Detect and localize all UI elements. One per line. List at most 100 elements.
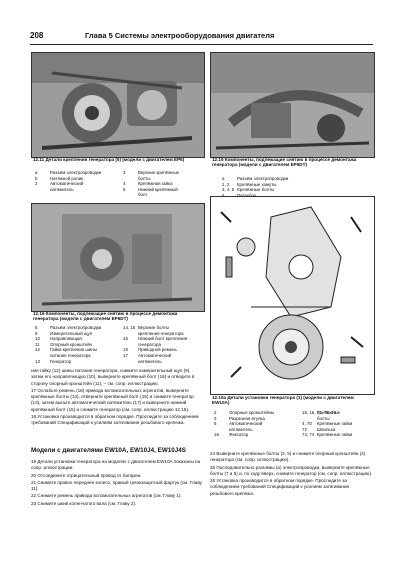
legend-label: Нижний крепёжный bbox=[138, 186, 178, 192]
legend-label: Генератор bbox=[50, 358, 72, 364]
legend-label: Автоматический bbox=[50, 181, 84, 187]
legend-key: 9 bbox=[35, 330, 38, 336]
legend-label: Шпилька bbox=[317, 426, 336, 432]
legend-row: 9 Измерительный щуп крепления генератора bbox=[35, 331, 203, 337]
legend-label: Крепёжные гайки bbox=[317, 432, 353, 438]
legend-label: Разъём электропроводки bbox=[237, 176, 289, 181]
legend-label: Автоматический bbox=[138, 352, 172, 358]
legend-key bbox=[123, 359, 135, 365]
legend-key: b bbox=[35, 175, 38, 181]
legend-label: крепления генератора bbox=[138, 330, 184, 336]
legend-label: генератора bbox=[138, 341, 161, 347]
legend-row: питания генератора 17 Автоматический bbox=[35, 353, 203, 359]
legend-label: Крепёжная гайка bbox=[138, 181, 173, 187]
chapter-title: Глава 5 Системы электрооборудования двиг… bbox=[85, 31, 275, 40]
legend-key: 6 bbox=[214, 421, 217, 427]
legend-key: 2 bbox=[214, 410, 217, 415]
legend-label: болт bbox=[138, 192, 148, 198]
legend-label: Разъём электропроводки bbox=[50, 170, 102, 175]
legend-key: 18 bbox=[123, 347, 128, 353]
legend-row: 11 Опорный кронштейн генератора bbox=[35, 342, 203, 348]
legend-label bbox=[50, 192, 120, 198]
legend-label: болты bbox=[138, 175, 151, 181]
legend-label: Разрезная втулка bbox=[229, 415, 265, 421]
legend-row: а Разъём электропроводки bbox=[222, 176, 372, 182]
legend-label: Крепёжные гайки bbox=[317, 421, 353, 427]
legend-key: 72 bbox=[302, 426, 307, 432]
drawing-fig-12-19a bbox=[210, 196, 375, 395]
left-body-text: ния гайку (12) шины питания генератора, … bbox=[31, 368, 203, 428]
legend-key: 4 bbox=[123, 181, 126, 187]
legend-key: 5 bbox=[35, 325, 38, 330]
legend-key: 13 bbox=[35, 358, 40, 364]
legend-key: 12 bbox=[35, 347, 40, 353]
caption-fig-12-19a: 12.19a Детали установки генератора (1) (… bbox=[212, 395, 354, 406]
legend-label: Направляющая bbox=[50, 336, 82, 342]
paragraph: 25 Последовательно разъёмы (а) электропр… bbox=[210, 464, 373, 476]
legend-key: 3, 4, 5 bbox=[222, 187, 235, 193]
legend-key: 16 bbox=[214, 432, 219, 438]
legend-label: Крепёжные bbox=[317, 410, 341, 415]
legend-row: b Натяжной ролик болты bbox=[35, 176, 203, 182]
legend-key: а bbox=[222, 176, 225, 181]
legend-row: болт bbox=[35, 192, 203, 198]
legend-label: Измерительный щуп bbox=[50, 330, 93, 336]
legend-key: а bbox=[35, 170, 38, 175]
legend-label: питания генератора bbox=[50, 352, 91, 358]
section-title: Модели с двигателями EW10A, EW10J4, EW10… bbox=[31, 447, 186, 454]
right-body-text: 24 Выверните крепёжные болты (2, 5) и сн… bbox=[210, 451, 373, 498]
photo-fig-12-15 bbox=[210, 52, 375, 158]
legend-label: Приводной ремень bbox=[138, 347, 177, 353]
caption-fig-12-16: 12.16 Компоненты, подлежащие снятию в пр… bbox=[33, 311, 178, 322]
legend-key: 15 bbox=[123, 336, 128, 342]
legend-key bbox=[123, 192, 135, 198]
paragraph: 23 Снимите шкив коленчатого вала (см. Гл… bbox=[31, 500, 137, 506]
legend-key: 17 bbox=[123, 352, 128, 358]
paragraph: 26 Установка производится в обратном пор… bbox=[210, 478, 350, 496]
left-body-text-2: 19 Детали установки генератора на моделя… bbox=[31, 459, 203, 508]
legend-label: Патрубок bbox=[237, 193, 256, 199]
paragraph: 17 Ослабьте ремень (18) привода вспомога… bbox=[31, 387, 194, 412]
legend-label: натяжитель bbox=[138, 358, 162, 364]
legend-key: 11 bbox=[35, 341, 40, 347]
caption-fig-12-15: 12.15 Компоненты, подлежащие снятию в пр… bbox=[212, 157, 357, 168]
legend-row: 6Патрубок bbox=[222, 193, 372, 199]
photo-fig-12-11 bbox=[31, 52, 205, 158]
legend-key bbox=[35, 192, 47, 198]
legend-label: Разъём электропроводки bbox=[50, 325, 102, 330]
paragraph: 18 Установка производится в обратном пор… bbox=[31, 414, 199, 426]
paragraph: 21 Снимите правое переднее колесо, правы… bbox=[31, 479, 202, 492]
legend-key: 10 bbox=[35, 336, 40, 342]
paragraph: 22 Снимите ремень привода вспомогательны… bbox=[31, 493, 182, 499]
legend-row: 13 Генератор натяжитель bbox=[35, 359, 203, 365]
legend-key: 2 bbox=[35, 181, 38, 187]
legend-label: Крепёжные хомуты bbox=[237, 181, 277, 187]
legend-key: 4, 70 bbox=[302, 421, 312, 427]
legend-label: Фиксатор bbox=[229, 432, 249, 438]
paragraph: 19 Детали установки генератора на моделя… bbox=[31, 459, 201, 471]
legend-key: 5 bbox=[123, 186, 126, 192]
page-header: 208 Глава 5 Системы электрооборудования … bbox=[30, 30, 373, 45]
legend-key: 6 bbox=[222, 193, 234, 199]
paragraph: ния гайку (12) шины питания генератора, … bbox=[31, 368, 195, 386]
photo-fig-12-16 bbox=[31, 203, 205, 312]
legend-label: Опорный кронштейн bbox=[50, 341, 92, 347]
legend-label: Натяжной ролик bbox=[50, 175, 84, 181]
legend-key: 73, 74 bbox=[302, 432, 315, 438]
page-number: 208 bbox=[30, 31, 44, 40]
legend-label: болты bbox=[317, 415, 330, 421]
